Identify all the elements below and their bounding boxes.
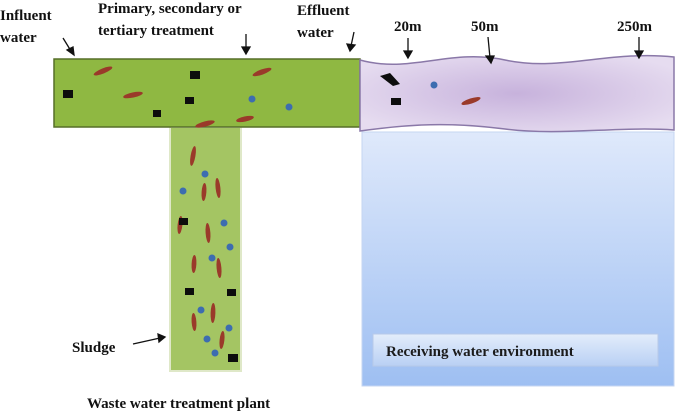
fibre-particle [93,66,113,76]
bead-particle [208,254,216,262]
distance-250m-label: 250m [617,19,653,35]
sludge-label: Sludge [72,340,116,356]
sludge-arrow [132,337,161,345]
effluent-arrow [350,31,355,47]
plant-caption: Waste water treatment plant [87,396,270,412]
distance-20m-arrowhead [402,50,414,60]
treatment-label-line1: Primary, secondary or [98,1,242,17]
bead-particle [203,335,211,343]
bead-particle [201,170,209,178]
bead-particle [248,95,256,103]
distance-20m-label: 20m [394,19,422,35]
influent-label-line1: Influent [0,8,52,24]
influent-label-line2: water [0,30,37,46]
fragment-particle [190,71,200,79]
fibre-particle [123,91,143,99]
bead-particle [285,103,293,111]
receiving-stream [359,54,675,133]
bead-particle [211,349,219,357]
distance-50m-arrow [487,36,491,59]
effluent-label-line2: water [297,25,334,41]
stream-particles [380,73,481,105]
fibre-particle [210,303,216,323]
receiving-water-label-box [372,333,659,367]
distance-50m-label: 50m [471,19,499,35]
receiving-water-label: Receiving water environment [386,344,574,360]
fibre-particle [252,67,272,77]
fragment-particle [391,98,401,105]
fibre-particle [236,115,254,123]
fibre-particle [191,255,197,273]
treatment-arrowhead [240,46,252,56]
fibre-particle [190,146,196,166]
fibre-particle [215,178,221,198]
fibre-particle [201,183,207,201]
distance-50m-arrowhead [484,55,495,65]
effluent-label-line1: Effluent [297,3,350,19]
fibre-particle [195,120,215,128]
effluent-arrowhead [345,43,357,53]
fibre-particle [191,313,197,331]
bead-particle [226,243,234,251]
fragment-particle [153,110,161,117]
fragment-particle [228,354,238,362]
fibre-particle [205,223,211,243]
fragment-particle [185,288,194,295]
fibre-particle [216,258,222,278]
fragment-particle [179,218,188,225]
treatment-label-line2: tertiary treatment [98,23,214,39]
fragment-particle [185,97,194,104]
sludge-particles [177,146,238,362]
bead-particle [225,324,233,332]
influent-arrowhead [65,46,75,57]
fibre-particle [461,97,481,105]
bead-particle [430,81,438,89]
bead-particle [220,219,228,227]
bead-particle [179,187,187,195]
bead-particle [197,306,205,314]
fragment-particle [227,289,236,296]
fibre-particle [219,331,225,349]
fragment-particle [380,73,400,86]
sludge-arrowhead [157,332,167,344]
fragment-particle [63,90,73,98]
pipe-particles [63,66,293,128]
distance-250m-arrowhead [633,50,645,60]
arrows [62,31,645,345]
treatment-pipe [53,58,361,128]
